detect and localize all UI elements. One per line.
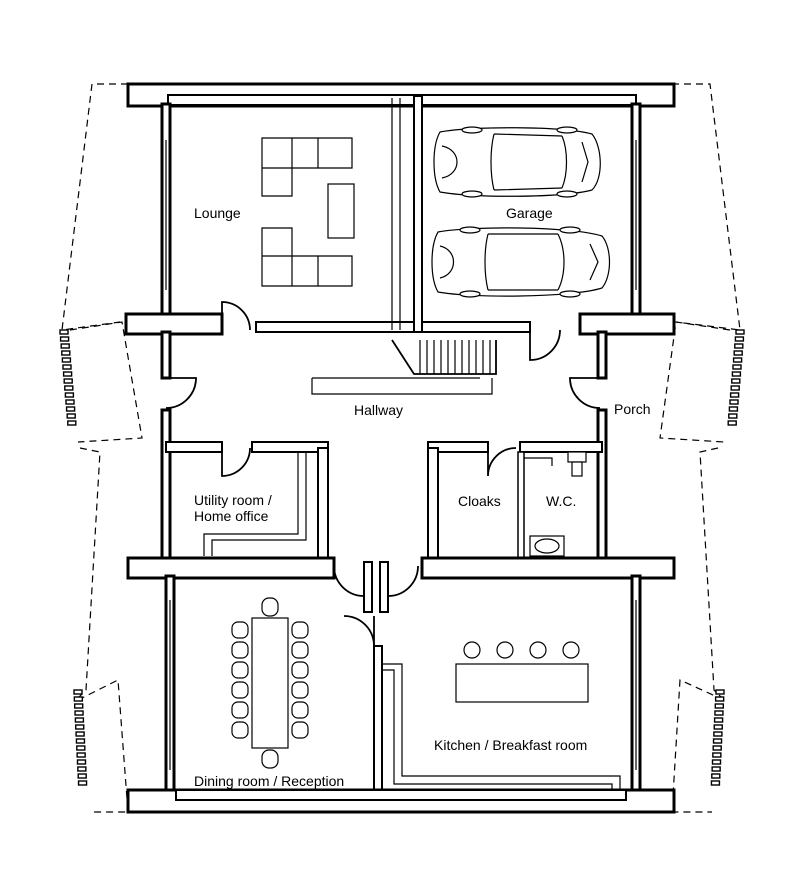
dining-chair [231,721,249,739]
label-hallway: Hallway [354,402,403,418]
label-garage: Garage [506,205,553,221]
dining-chair [291,641,309,659]
dining-chair [291,661,309,679]
wc-fixtures [524,451,587,557]
dining-chair [231,681,249,699]
dining-chair [231,621,249,639]
label-utility-line1: Utility room / [194,492,272,508]
room-labels: Lounge Garage Hallway Porch Utility room… [194,205,651,789]
dashed-outline [61,83,741,813]
label-kitchen: Kitchen / Breakfast room [434,737,587,753]
stairs [391,339,497,375]
dining-chair [291,701,309,719]
dining-table [231,597,309,769]
louvre-panel-left-lower [73,689,88,786]
dining-chair [231,701,249,719]
dining-chair [231,661,249,679]
label-cloaks: Cloaks [458,493,501,509]
dining-chair [231,641,249,659]
car-bottom [431,226,611,298]
label-wc: W.C. [546,493,576,509]
label-utility-line2: Home office [194,508,269,524]
dining-chair [291,721,309,739]
louvre-panel-left-upper [59,329,77,426]
windows [165,98,637,770]
label-dining: Dining room / Reception [194,773,344,789]
doors [165,301,601,647]
louvre-panel-right-lower [710,689,725,786]
dining-chair [291,681,309,699]
car-top [433,126,601,198]
label-lounge: Lounge [194,205,241,221]
lounge-furniture [261,137,355,287]
label-porch: Porch [614,401,651,417]
dining-chair [291,621,309,639]
utility-worktop [203,452,299,556]
kitchen-furniture [382,641,621,790]
louvre-panel-right-upper [727,329,745,426]
